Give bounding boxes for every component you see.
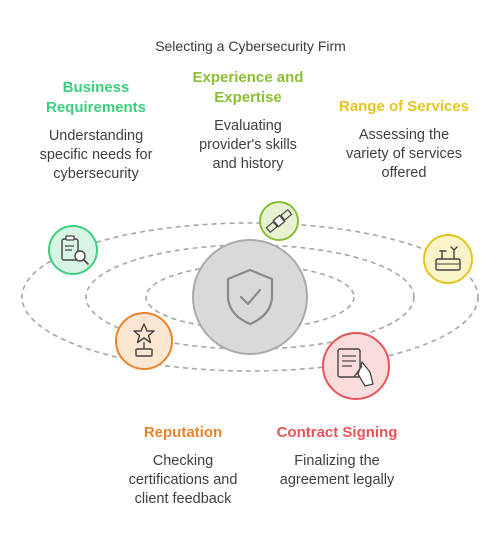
range-of-services-description: Assessing the variety of services offere…: [345, 127, 463, 181]
business-requirements-heading: Business Requirements: [45, 79, 147, 116]
toolbox-icon: [423, 234, 473, 284]
experience-expertise-block: Experience and Expertise Evaluating prov…: [172, 68, 324, 174]
reputation-heading: Reputation: [143, 424, 223, 441]
trophy-icon: [115, 312, 173, 370]
contract-signing-block: Contract Signing Finalizing the agreemen…: [262, 423, 412, 490]
experience-expertise-heading: Experience and Expertise: [192, 69, 304, 106]
clipboard-search-icon: [48, 225, 98, 275]
contract-signing-description: Finalizing the agreement legally: [279, 453, 395, 488]
diagram-title: Selecting a Cybersecurity Firm: [155, 38, 346, 54]
reputation-block: Reputation Checking certifications and c…: [106, 423, 260, 509]
range-of-services-heading: Range of Services: [338, 98, 470, 115]
reputation-description: Checking certifications and client feedb…: [128, 453, 238, 507]
contract-sign-icon: [322, 332, 390, 400]
outer-orbit: [21, 222, 479, 372]
satellite-icon: [259, 201, 299, 241]
business-requirements-block: Business Requirements Understanding spec…: [20, 78, 172, 184]
experience-expertise-description: Evaluating provider's skills and history: [199, 118, 297, 172]
business-requirements-description: Understanding specific needs for cyberse…: [39, 128, 153, 182]
contract-signing-heading: Contract Signing: [276, 424, 398, 441]
shield-check-icon: [192, 239, 308, 355]
range-of-services-block: Range of Services Assessing the variety …: [324, 97, 484, 183]
